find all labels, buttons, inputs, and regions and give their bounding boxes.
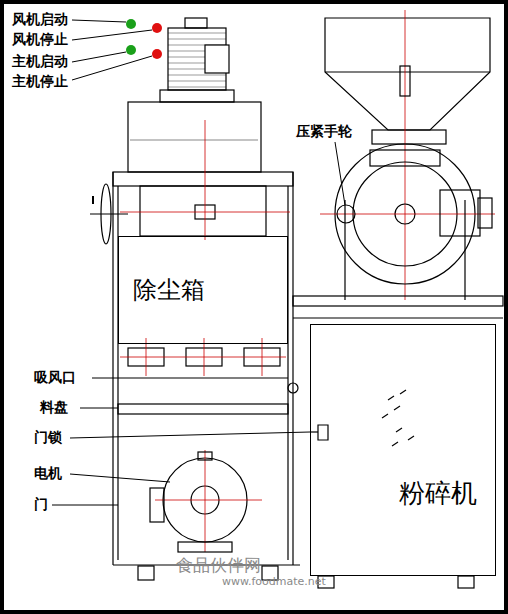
part-label: 门 <box>34 497 48 512</box>
control-label: 风机停止 <box>12 32 68 47</box>
grinding-chamber <box>320 144 495 300</box>
material-tray <box>118 404 288 414</box>
watermark: 食品伙伴网 <box>176 556 261 575</box>
control-label: 风机启动 <box>12 12 68 27</box>
part-label: 料盘 <box>40 400 68 415</box>
watermark: www.foodmate.net <box>222 576 326 588</box>
stop-lamp <box>152 49 162 59</box>
control-label: 主机启动 <box>12 54 68 69</box>
part-label: 门锁 <box>34 430 62 445</box>
stop-lamp <box>152 23 162 33</box>
leader-line <box>52 20 345 505</box>
start-lamp <box>126 19 136 29</box>
part-label: 吸风口 <box>34 370 76 385</box>
part-label: 电机 <box>34 466 62 481</box>
main-motor <box>150 450 262 552</box>
part-label: 压紧手轮 <box>296 124 352 139</box>
grinder-cabinet: 粉碎机 <box>310 324 496 576</box>
node-label: 粉碎机 <box>399 476 477 511</box>
control-label: 主机停止 <box>12 74 68 89</box>
dust-box: 除尘箱 <box>118 236 288 344</box>
grinder-hopper <box>325 10 490 300</box>
node-label: 除尘箱 <box>133 274 205 306</box>
start-lamp <box>126 45 136 55</box>
